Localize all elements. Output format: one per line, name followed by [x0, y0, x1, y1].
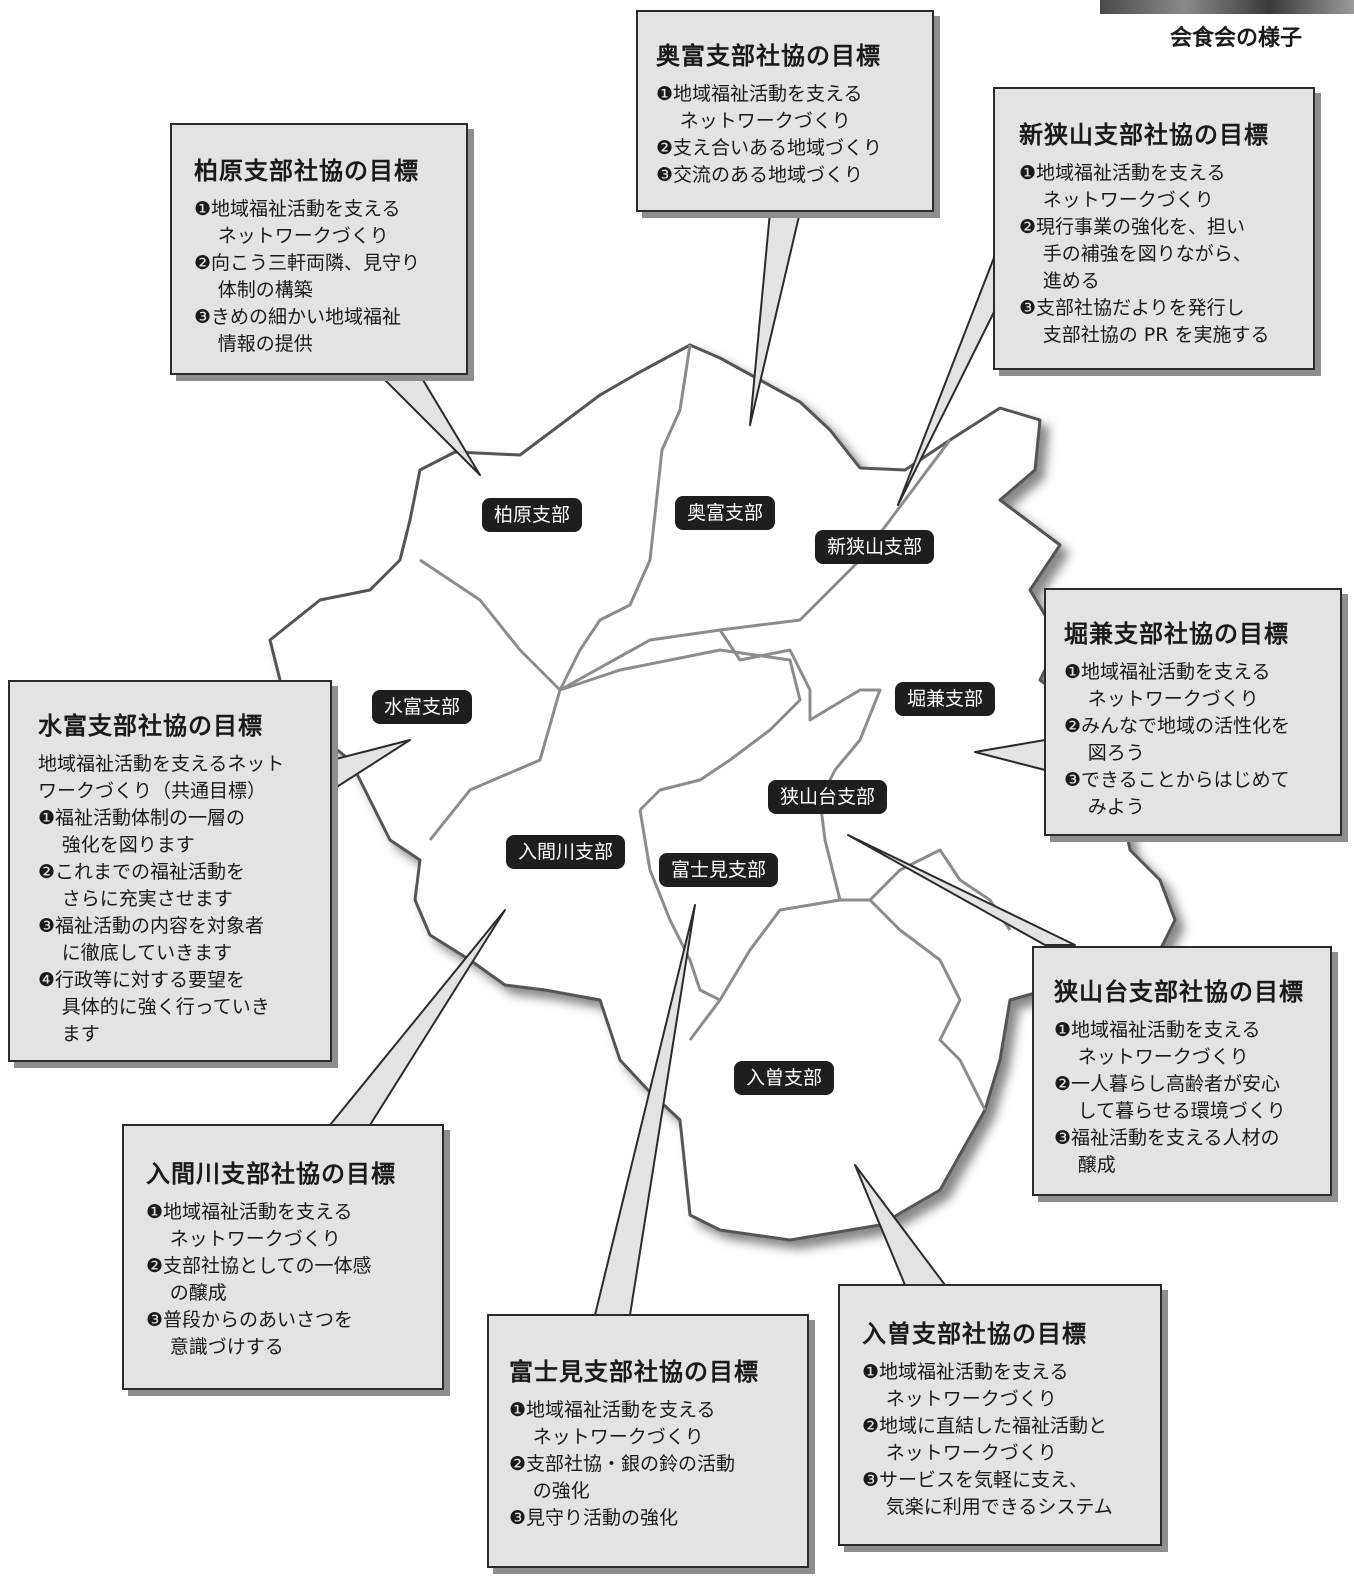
- map-label-kashiwabara: 柏原支部: [482, 498, 583, 532]
- map-label-sayamadai: 狭山台支部: [768, 780, 888, 814]
- goal-item: の醸成: [169, 1282, 227, 1304]
- map-label-mizutomi: 水富支部: [372, 690, 473, 724]
- meal-party-photo: [1100, 0, 1354, 14]
- goal-item: ❸できることからはじめて: [1064, 769, 1290, 791]
- goal-item: ます: [61, 1023, 100, 1045]
- goal-item: ❶地域福祉活動を支える: [1019, 162, 1226, 184]
- goal-title: 水富支部社協の目標: [38, 712, 263, 740]
- goal-item: ❶地域福祉活動を支える: [862, 1361, 1069, 1383]
- goal-item: ❷一人暮らし高齢者が安心: [1054, 1073, 1281, 1095]
- goal-item: ❶地域福祉活動を支える: [1054, 1019, 1261, 1041]
- goal-item: ❶地域福祉活動を支える: [146, 1201, 353, 1223]
- goal-item: ❷支部社協・銀の鈴の活動: [509, 1453, 736, 1475]
- map-label-shinsayama: 新狭山支部: [815, 530, 935, 564]
- goal-item: ネットワークづくり: [217, 225, 389, 247]
- callout-pointers: [329, 211, 1076, 1316]
- goal-item: ❷みんなで地域の活性化を: [1064, 715, 1291, 737]
- goal-box-kashiwabara: 柏原支部社協の目標 ❶地域福祉活動を支える ネットワークづくり ❷向こう三軒両隣…: [170, 123, 468, 375]
- goal-item: ❶地域福祉活動を支える: [1064, 661, 1271, 683]
- goal-item: さらに充実させます: [61, 888, 233, 910]
- goal-item: 醸成: [1077, 1154, 1116, 1176]
- map-label-fujimi: 富士見支部: [659, 853, 779, 887]
- goal-title: 入曽支部社協の目標: [862, 1320, 1087, 1348]
- goal-item: ❸サービスを気軽に支え、: [862, 1469, 1089, 1491]
- goal-item: ❶地域福祉活動を支える: [194, 198, 401, 220]
- goal-item: ❹行政等に対する要望を: [38, 969, 246, 991]
- goal-title: 堀兼支部社協の目標: [1064, 620, 1289, 648]
- goal-item: して暮らせる環境づくり: [1077, 1100, 1286, 1122]
- goal-item: ❷向こう三軒両隣、見守り: [194, 252, 421, 274]
- goal-title: 入間川支部社協の目標: [146, 1160, 396, 1188]
- map-label-iriso: 入曽支部: [734, 1061, 835, 1095]
- goal-item: ❶福祉活動体制の一層の: [38, 807, 246, 829]
- goal-box-iriso: 入曽支部社協の目標 ❶地域福祉活動を支える ネットワークづくり ❷地域に直結した…: [838, 1284, 1162, 1546]
- pointer-sayamadai: [847, 834, 1076, 946]
- goal-title: 狭山台支部社協の目標: [1054, 978, 1304, 1006]
- goal-item: ❸支部社協だよりを発行し: [1019, 297, 1245, 319]
- goal-item: ❷これまでの福祉活動を: [38, 861, 246, 883]
- goal-item: 情報の提供: [217, 333, 313, 355]
- photo-caption: 会食会の様子: [1170, 26, 1303, 51]
- goal-title: 奥富支部社協の目標: [656, 42, 881, 70]
- goal-item: ネットワークづくり: [532, 1426, 704, 1448]
- goal-item: ❶地域福祉活動を支える: [509, 1399, 716, 1421]
- goal-item: ネットワークづくり: [1042, 189, 1214, 211]
- map-label-okutomi: 奥富支部: [675, 496, 776, 530]
- goal-item: 支部社協の PR を実施する: [1042, 324, 1270, 346]
- pointer-irumagawa: [329, 909, 506, 1126]
- goal-item: 体制の構築: [217, 279, 313, 301]
- map-label-horikane: 堀兼支部: [895, 682, 996, 716]
- goal-title: 富士見支部社協の目標: [509, 1358, 759, 1386]
- goal-item: ワークづくり（共通目標）: [38, 780, 267, 802]
- goal-item: ❸見守り活動の強化: [509, 1507, 679, 1529]
- goal-item: 図ろう: [1087, 742, 1145, 764]
- goal-item: ❷地域に直結した福祉活動と: [862, 1415, 1108, 1437]
- goal-item: みよう: [1087, 796, 1145, 818]
- pointer-okutomi: [749, 211, 801, 426]
- goal-item: の強化: [532, 1480, 590, 1502]
- goal-item: ネットワークづくり: [1077, 1046, 1249, 1068]
- map-label-irumagawa: 入間川支部: [506, 835, 626, 869]
- goal-item: ネットワークづくり: [885, 1388, 1057, 1410]
- goal-item: ネットワークづくり: [1087, 688, 1259, 710]
- goal-item: 手の補強を図りながら、: [1042, 243, 1252, 265]
- goal-item: 具体的に強く行っていき: [61, 996, 270, 1018]
- goal-item: ネットワークづくり: [885, 1442, 1057, 1464]
- goal-item: ❷支部社協としての一体感: [146, 1255, 372, 1277]
- goal-item: ❶地域福祉活動を支える: [656, 83, 863, 105]
- goal-box-fujimi: 富士見支部社協の目標 ❶地域福祉活動を支える ネットワークづくり ❷支部社協・銀…: [487, 1314, 809, 1568]
- goal-box-irumagawa: 入間川支部社協の目標 ❶地域福祉活動を支える ネットワークづくり ❷支部社協とし…: [122, 1124, 444, 1390]
- goal-item: 強化を図ります: [61, 834, 195, 856]
- goal-item: に徹底していきます: [61, 942, 233, 964]
- goal-box-horikane: 堀兼支部社協の目標 ❶地域福祉活動を支える ネットワークづくり ❷みんなで地域の…: [1044, 588, 1342, 836]
- goal-item: ❸きめの細かい地域福祉: [194, 306, 402, 328]
- goal-item: ❸福祉活動を支える人材の: [1054, 1127, 1280, 1149]
- goal-item: ❷支え合いある地域づくり: [656, 137, 883, 159]
- goal-title: 新狭山支部社協の目標: [1019, 121, 1269, 149]
- goal-title: 柏原支部社協の目標: [194, 157, 419, 185]
- goal-box-sayamadai: 狭山台支部社協の目標 ❶地域福祉活動を支える ネットワークづくり ❷一人暮らし高…: [1032, 946, 1332, 1196]
- goal-item: 地域福祉活動を支えるネット: [38, 753, 285, 775]
- goal-item: ❸普段からのあいさつを: [146, 1309, 354, 1331]
- goal-box-mizutomi: 水富支部社協の目標 地域福祉活動を支えるネット ワークづくり（共通目標） ❶福祉…: [8, 680, 332, 1062]
- goal-item: 気楽に利用できるシステム: [885, 1496, 1113, 1518]
- goal-item: ネットワークづくり: [169, 1228, 341, 1250]
- goal-item: ❸交流のある地域づくり: [656, 164, 864, 186]
- pointer-kashiwabara: [379, 374, 481, 476]
- goal-item: ネットワークづくり: [679, 110, 851, 132]
- pointer-mizutomi: [331, 739, 411, 791]
- goal-item: 進める: [1042, 270, 1100, 292]
- goal-item: ❸福祉活動の内容を対象者: [38, 915, 265, 937]
- goal-box-okutomi: 奥富支部社協の目標 ❶地域福祉活動を支える ネットワークづくり ❷支え合いある地…: [636, 10, 934, 212]
- goal-box-shinsayama: 新狭山支部社協の目標 ❶地域福祉活動を支える ネットワークづくり ❷現行事業の強…: [993, 87, 1315, 370]
- goal-item: 意識づけする: [169, 1336, 284, 1358]
- goal-item: ❷現行事業の強化を、担い: [1019, 216, 1246, 238]
